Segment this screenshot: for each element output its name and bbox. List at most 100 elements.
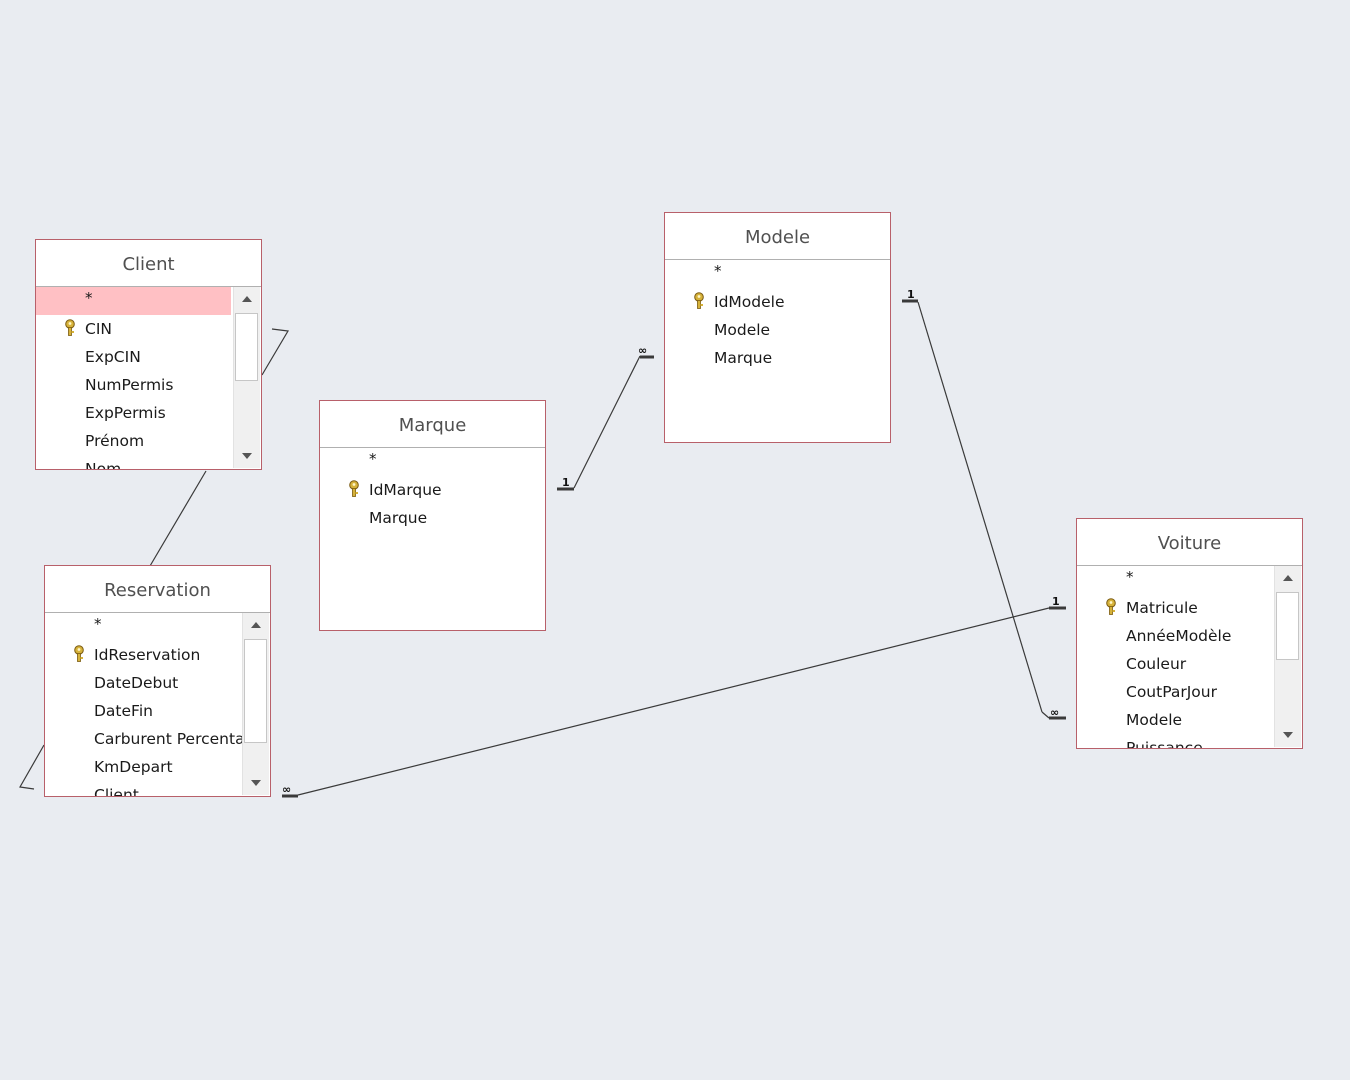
relation-marque-modele[interactable] [573, 355, 641, 489]
field-row[interactable]: Modele [1077, 706, 1302, 734]
arrow-up-icon [251, 622, 261, 628]
table-marque-fields: * IdMarque Marque [320, 448, 545, 630]
field-row[interactable]: * [1077, 566, 1302, 594]
table-reservation[interactable]: Reservation * IdReservation DateDebut Da… [44, 565, 271, 797]
table-marque-title[interactable]: Marque [320, 401, 545, 448]
field-row[interactable]: Puissance [1077, 734, 1302, 748]
field-carburent-percentage: Carburent Percentag [94, 730, 244, 748]
field-datefin: DateFin [94, 702, 153, 720]
scroll-down-button[interactable] [243, 771, 269, 795]
primary-key-icon [74, 645, 84, 662]
primary-key-icon [694, 292, 704, 309]
arrow-down-icon [251, 780, 261, 786]
field-row[interactable]: Carburent Percentag [45, 725, 270, 753]
field-row-primary-key[interactable]: IdMarque [320, 476, 545, 504]
field-row[interactable]: Prénom [36, 427, 261, 455]
field-numpermis: NumPermis [85, 376, 174, 394]
relation-voiture-reservation[interactable] [297, 607, 1050, 796]
field-row[interactable]: ExpPermis [36, 399, 261, 427]
table-modele-fields: * IdModele Modele Marque [665, 260, 890, 442]
scroll-down-button[interactable] [234, 444, 260, 468]
table-modele[interactable]: Modele * IdModele Modele Marque [664, 212, 891, 443]
field-row[interactable]: ExpCIN [36, 343, 261, 371]
scroll-up-button[interactable] [234, 287, 260, 311]
scroll-up-button[interactable] [243, 613, 269, 637]
table-marque[interactable]: Marque * IdMarque Marque [319, 400, 546, 631]
card-many-reservation: ∞ [282, 783, 291, 796]
field-marque: Marque [369, 509, 428, 527]
field-idreservation: IdReservation [94, 646, 201, 664]
field-row[interactable]: NumPermis [36, 371, 261, 399]
card-many-voiture: ∞ [1050, 706, 1059, 719]
scroll-up-button[interactable] [1275, 566, 1301, 590]
field-modele: Modele [714, 321, 771, 339]
field-row[interactable]: KmDepart [45, 753, 270, 781]
relation-client-reservation[interactable] [149, 470, 207, 567]
table-client[interactable]: Client * CIN ExpCIN NumPermis ExpPermis … [35, 239, 262, 470]
field-row[interactable]: * [665, 260, 890, 288]
field-kmdepart: KmDepart [94, 758, 173, 776]
field-row[interactable]: Modele [665, 316, 890, 344]
field-row-primary-key[interactable]: Matricule [1077, 594, 1302, 622]
scroll-thumb[interactable] [235, 313, 258, 381]
scroll-thumb[interactable] [244, 639, 267, 743]
primary-key-icon [1106, 598, 1116, 615]
field-idmodele: IdModele [714, 293, 785, 311]
table-modele-title[interactable]: Modele [665, 213, 890, 260]
field-row[interactable]: Marque [665, 344, 890, 372]
table-client-title[interactable]: Client [36, 240, 261, 287]
field-modele: Modele [1126, 711, 1183, 729]
arrow-up-icon [242, 296, 252, 302]
field-row-primary-key[interactable]: IdReservation [45, 641, 270, 669]
card-one-marque: 1 [562, 476, 570, 489]
field-row-primary-key[interactable]: CIN [36, 315, 261, 343]
vertical-scrollbar[interactable] [233, 287, 260, 468]
table-voiture-fields: * Matricule AnnéeModèle Couleur CoutParJ… [1077, 566, 1302, 748]
field-cin: CIN [85, 320, 112, 338]
field-row[interactable]: CoutParJour [1077, 678, 1302, 706]
field-couleur: Couleur [1126, 655, 1187, 673]
field-marque: Marque [714, 349, 773, 367]
field-row-primary-key[interactable]: IdModele [665, 288, 890, 316]
relation-modele-voiture[interactable] [917, 301, 1043, 713]
field-row[interactable]: DateFin [45, 697, 270, 725]
field-row[interactable]: Marque [320, 504, 545, 532]
field-all: * [94, 615, 102, 633]
table-client-fields: * CIN ExpCIN NumPermis ExpPermis Prénom … [36, 287, 261, 469]
field-all: * [85, 289, 93, 307]
field-matricule: Matricule [1126, 599, 1198, 617]
field-row[interactable]: Client [45, 781, 270, 796]
table-voiture[interactable]: Voiture * Matricule AnnéeModèle Couleur … [1076, 518, 1303, 749]
table-voiture-title[interactable]: Voiture [1077, 519, 1302, 566]
primary-key-icon [65, 319, 75, 336]
scroll-down-button[interactable] [1275, 723, 1301, 747]
field-datedebut: DateDebut [94, 674, 179, 692]
field-row[interactable]: * [45, 613, 270, 641]
primary-key-icon [349, 480, 359, 497]
field-row[interactable]: AnnéeModèle [1077, 622, 1302, 650]
card-many-modele-left: ∞ [638, 344, 647, 357]
field-coutparjour: CoutParJour [1126, 683, 1217, 701]
vertical-scrollbar[interactable] [242, 613, 269, 795]
field-row[interactable]: * [36, 287, 231, 315]
field-row[interactable]: DateDebut [45, 669, 270, 697]
field-client: Client [94, 786, 139, 796]
field-nom: Nom [85, 460, 122, 469]
vertical-scrollbar[interactable] [1274, 566, 1301, 747]
field-idmarque: IdMarque [369, 481, 442, 499]
scroll-thumb[interactable] [1276, 592, 1299, 660]
field-puissance: Puissance [1126, 739, 1203, 748]
arrow-down-icon [1283, 732, 1293, 738]
table-reservation-title[interactable]: Reservation [45, 566, 270, 613]
field-exppermis: ExpPermis [85, 404, 166, 422]
arrow-down-icon [242, 453, 252, 459]
card-one-voiture: 1 [1052, 595, 1060, 608]
card-one-modele: 1 [907, 288, 915, 301]
field-all: * [1126, 568, 1134, 586]
field-row[interactable]: * [320, 448, 545, 476]
field-row[interactable]: Couleur [1077, 650, 1302, 678]
table-reservation-fields: * IdReservation DateDebut DateFin Carbur… [45, 613, 270, 796]
field-row[interactable]: Nom [36, 455, 261, 469]
arrow-up-icon [1283, 575, 1293, 581]
